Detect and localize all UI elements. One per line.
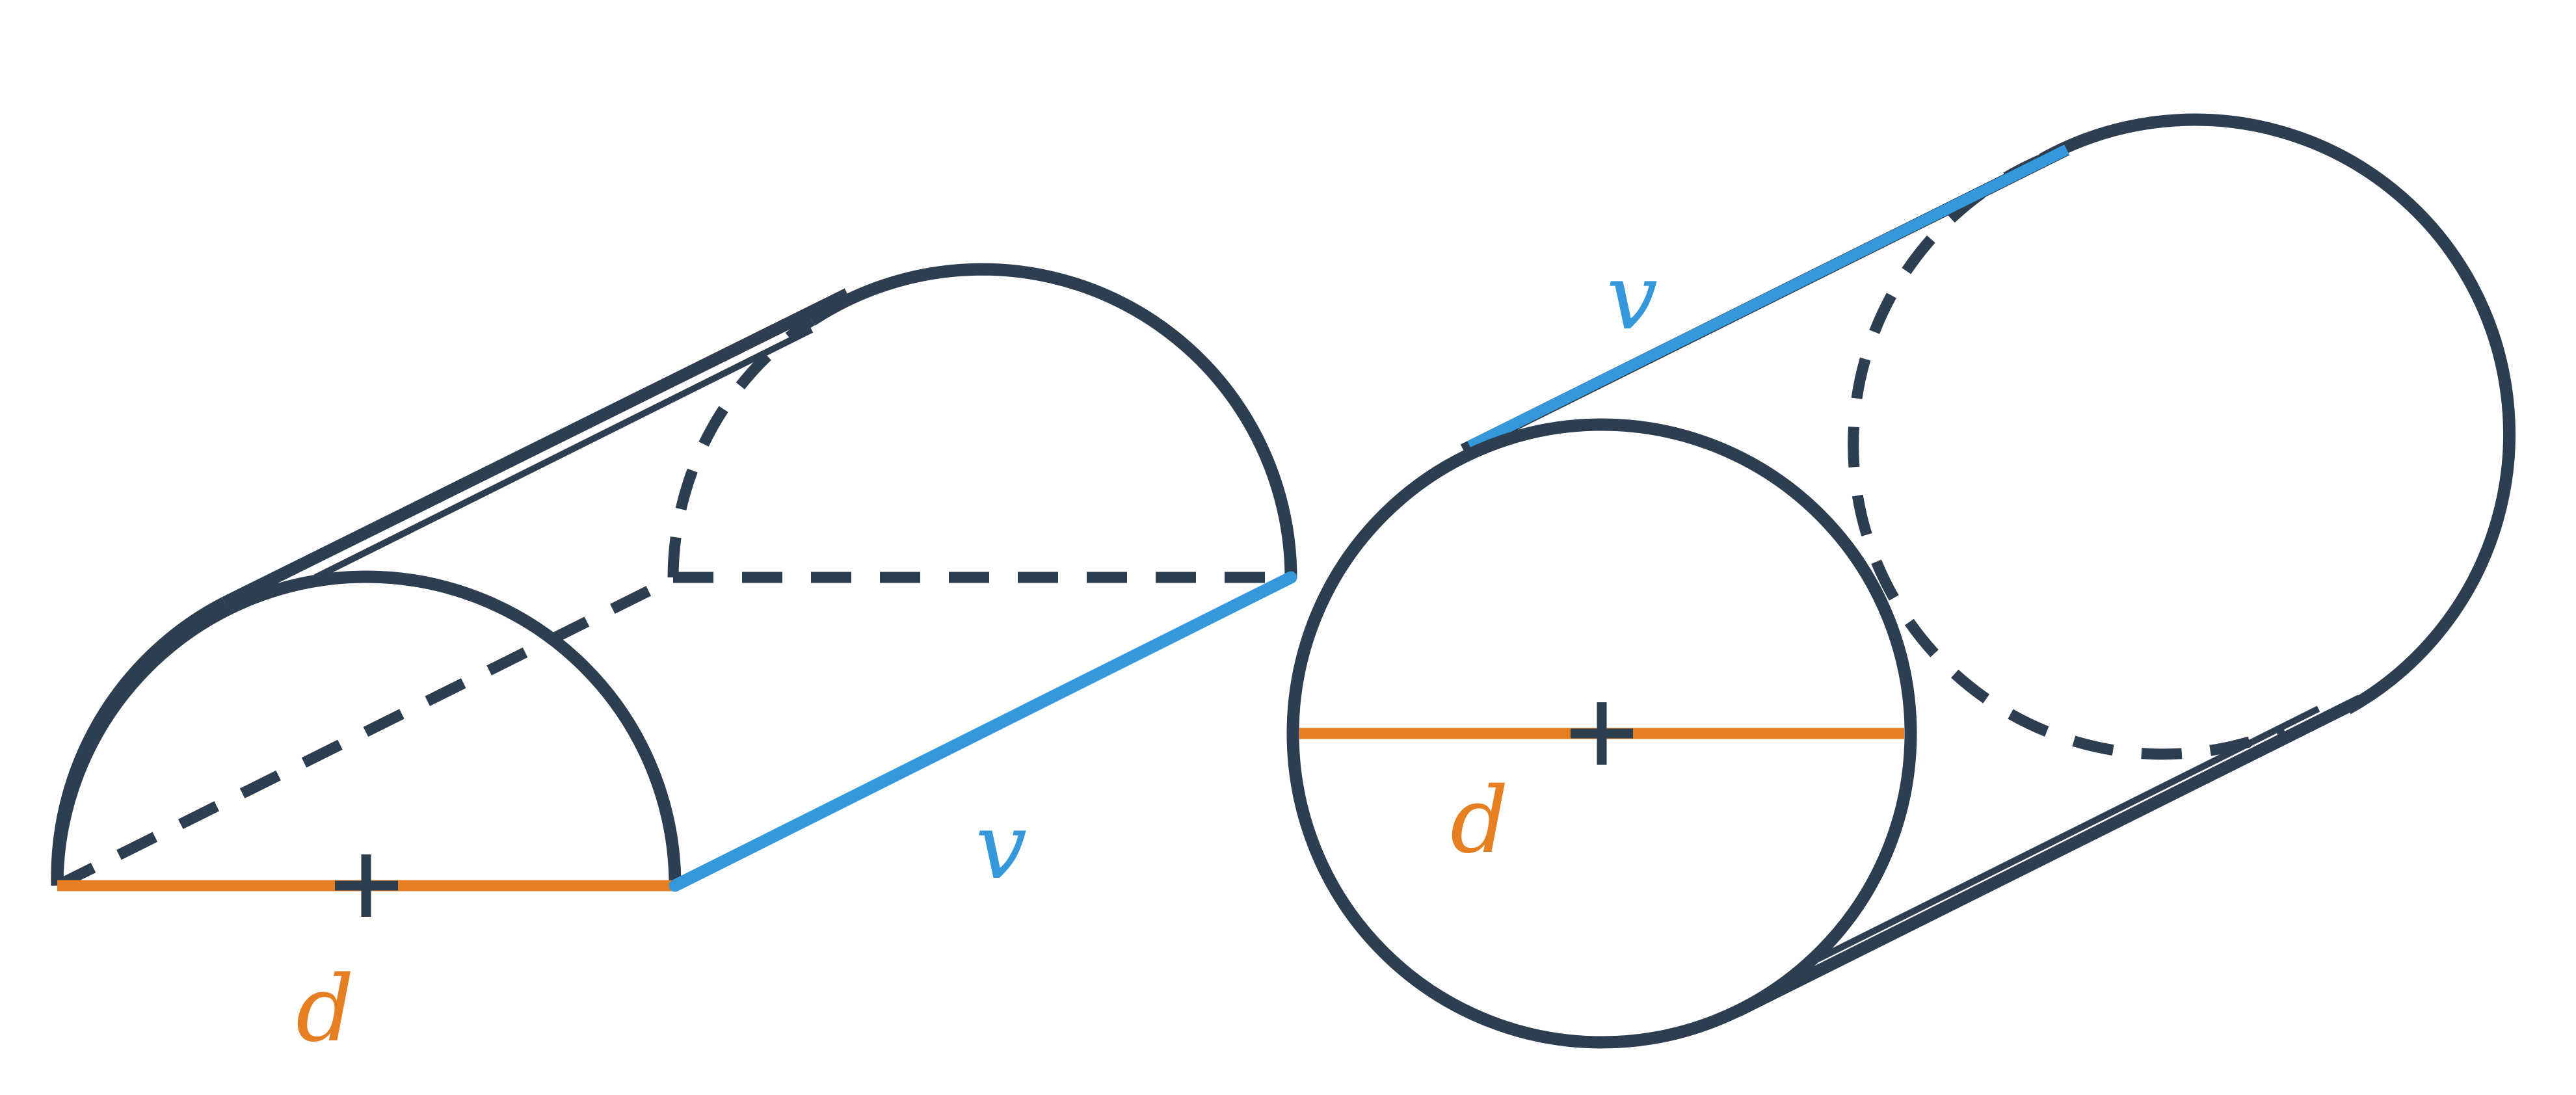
right-diameter-label: d: [1450, 768, 1509, 874]
center-marker: [335, 854, 398, 917]
right-velocity-label: v: [1606, 244, 1658, 350]
velocity-edge: [669, 571, 1297, 892]
left-diameter-label: d: [296, 956, 354, 1062]
hidden-diagonal-edge: [55, 574, 676, 891]
left-velocity-label: v: [976, 794, 1027, 900]
back-circle-visible: [2039, 113, 2516, 715]
hidden-back-arc: [667, 315, 815, 578]
bottom-inner-edge: [1816, 706, 2320, 962]
hidden-back-arc: [1848, 154, 2287, 760]
bottom-edge: [1734, 694, 2364, 1017]
front-circle: [1286, 418, 1917, 1049]
center-marker: [1571, 702, 1633, 765]
front-outer-arc: [51, 597, 228, 886]
half-cylinder: [51, 263, 1297, 917]
back-semicircle: [808, 263, 1297, 578]
top-inner-edge: [313, 326, 814, 581]
velocity-edge: [1467, 144, 2069, 451]
top-outer-edge: [221, 288, 851, 609]
full-cylinder: [1286, 113, 2516, 1049]
